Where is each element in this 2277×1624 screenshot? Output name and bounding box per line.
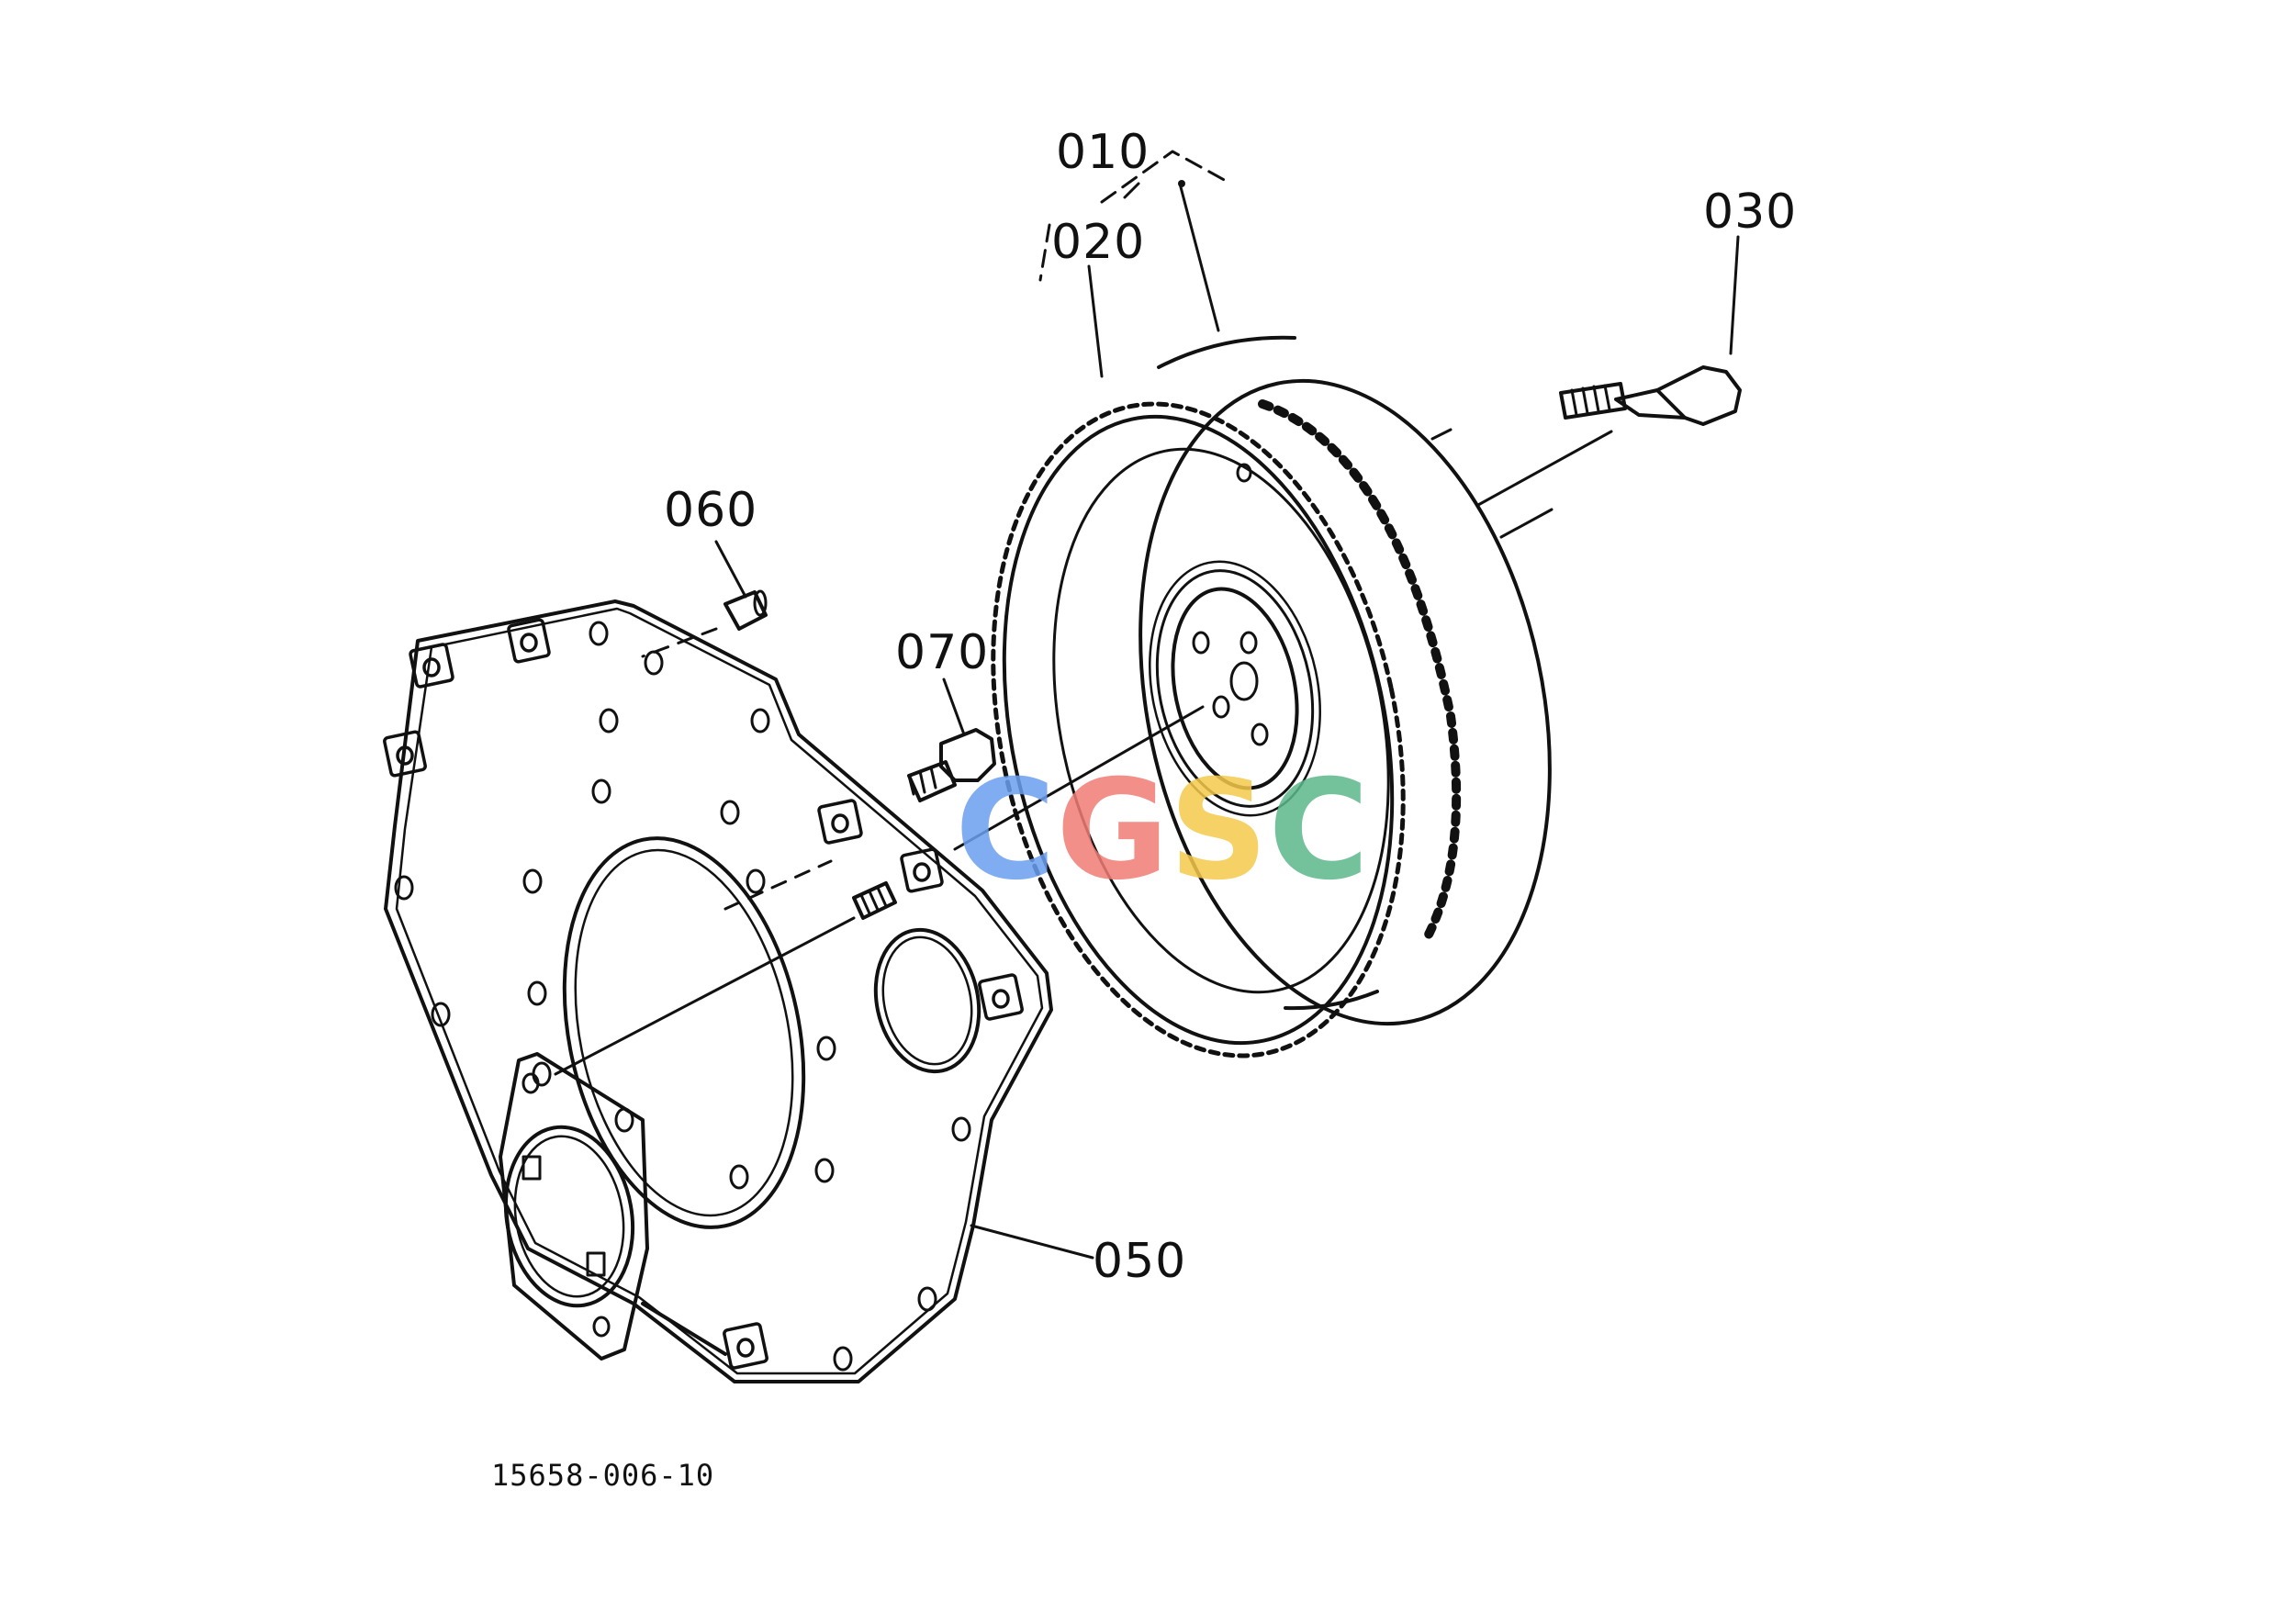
leader-lines xyxy=(554,150,1740,1260)
back-plate xyxy=(383,599,1053,1383)
drawing-number: 15658-006-10 xyxy=(491,1458,715,1493)
flywheel xyxy=(991,335,1552,1058)
watermark-letter-1: C xyxy=(955,751,1057,911)
callout-050: 050 xyxy=(1093,1234,1187,1289)
callout-020: 020 xyxy=(1051,215,1146,270)
callout-060: 060 xyxy=(664,483,758,538)
watermark-letter-4: C xyxy=(1268,751,1370,911)
flywheel-bolt xyxy=(1430,365,1742,441)
callout-010: 010 xyxy=(1056,125,1150,180)
plate-bolt xyxy=(907,728,996,802)
watermark-logo: C G S C xyxy=(955,762,1369,900)
watermark-letter-2: G xyxy=(1056,751,1170,911)
watermark-letter-3: S xyxy=(1169,751,1269,911)
stud xyxy=(852,881,897,920)
callout-070: 070 xyxy=(895,625,990,680)
callout-030: 030 xyxy=(1703,185,1798,240)
